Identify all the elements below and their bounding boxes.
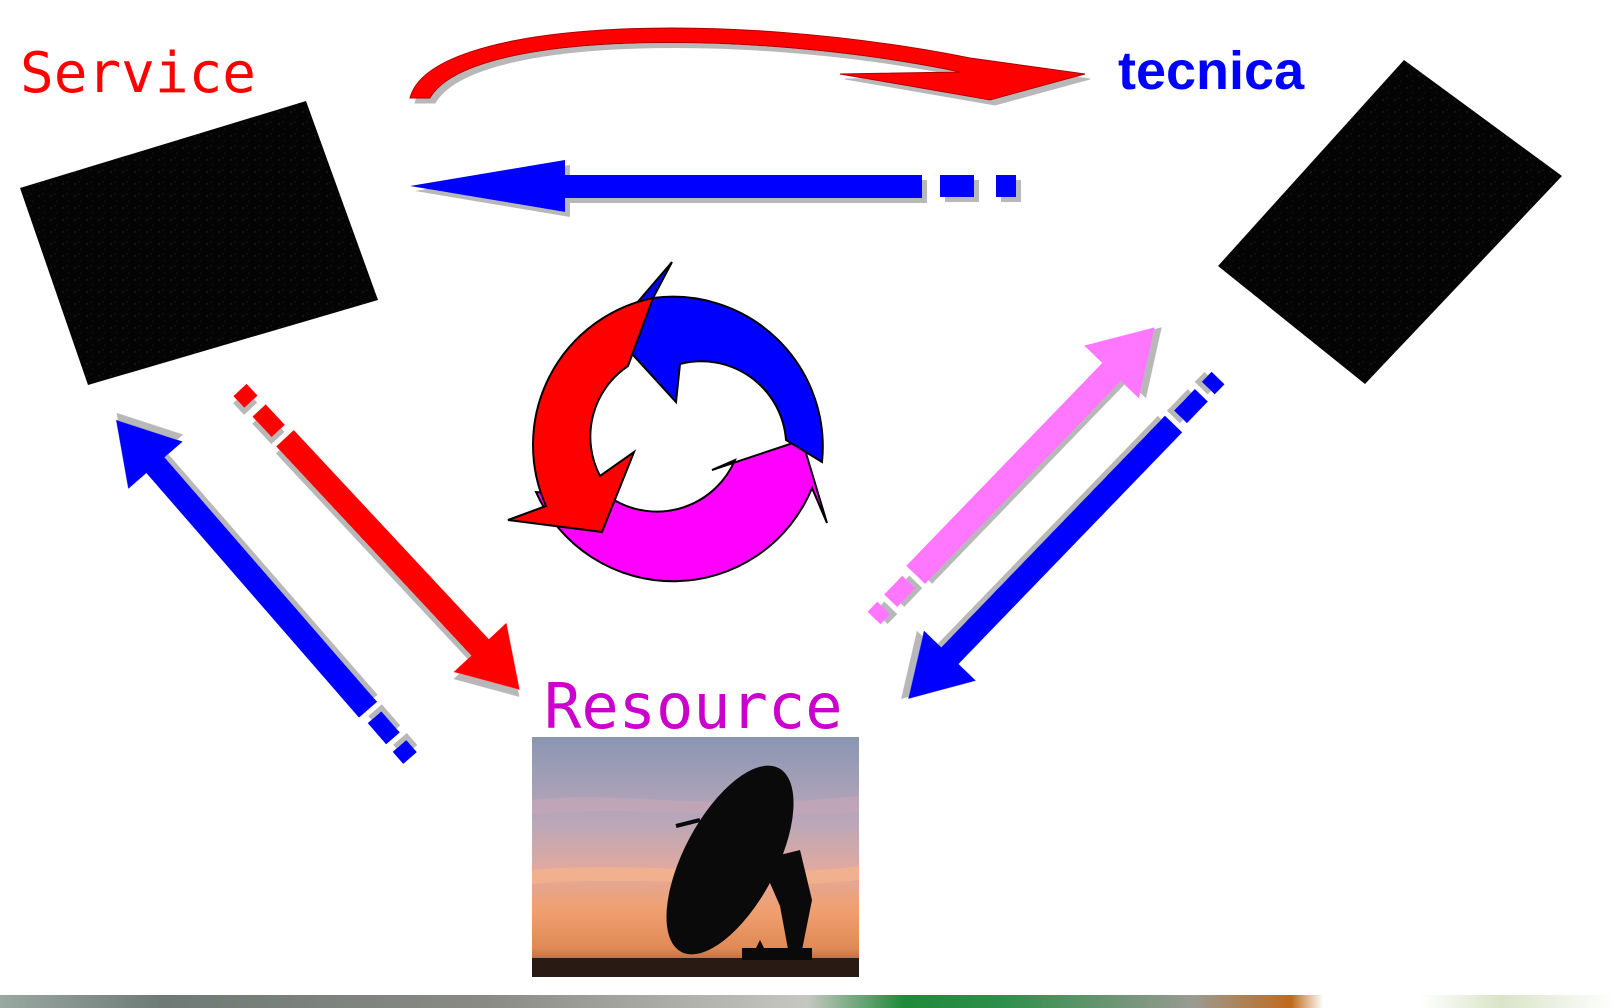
resource-label: Resource [544,670,843,743]
resource-photo [532,737,859,977]
blue-arrow-to-service [410,160,1016,212]
tecnica-tile [1218,60,1562,384]
curved-red-arrow [409,27,1086,101]
pink-arrow-to-tecnica [867,327,1155,625]
service-tile [20,101,378,385]
blue-arrow-to-service-left [116,419,417,764]
footer-image-strip [0,995,1614,1008]
service-label: Service [20,41,257,106]
blue-arrow-to-resource [908,371,1225,699]
satellite-dish-icon [666,765,812,960]
red-arrow-to-resource [233,383,520,690]
tecnica-label: tecnica [1118,41,1305,101]
three-arrow-cycle-icon [507,261,828,583]
